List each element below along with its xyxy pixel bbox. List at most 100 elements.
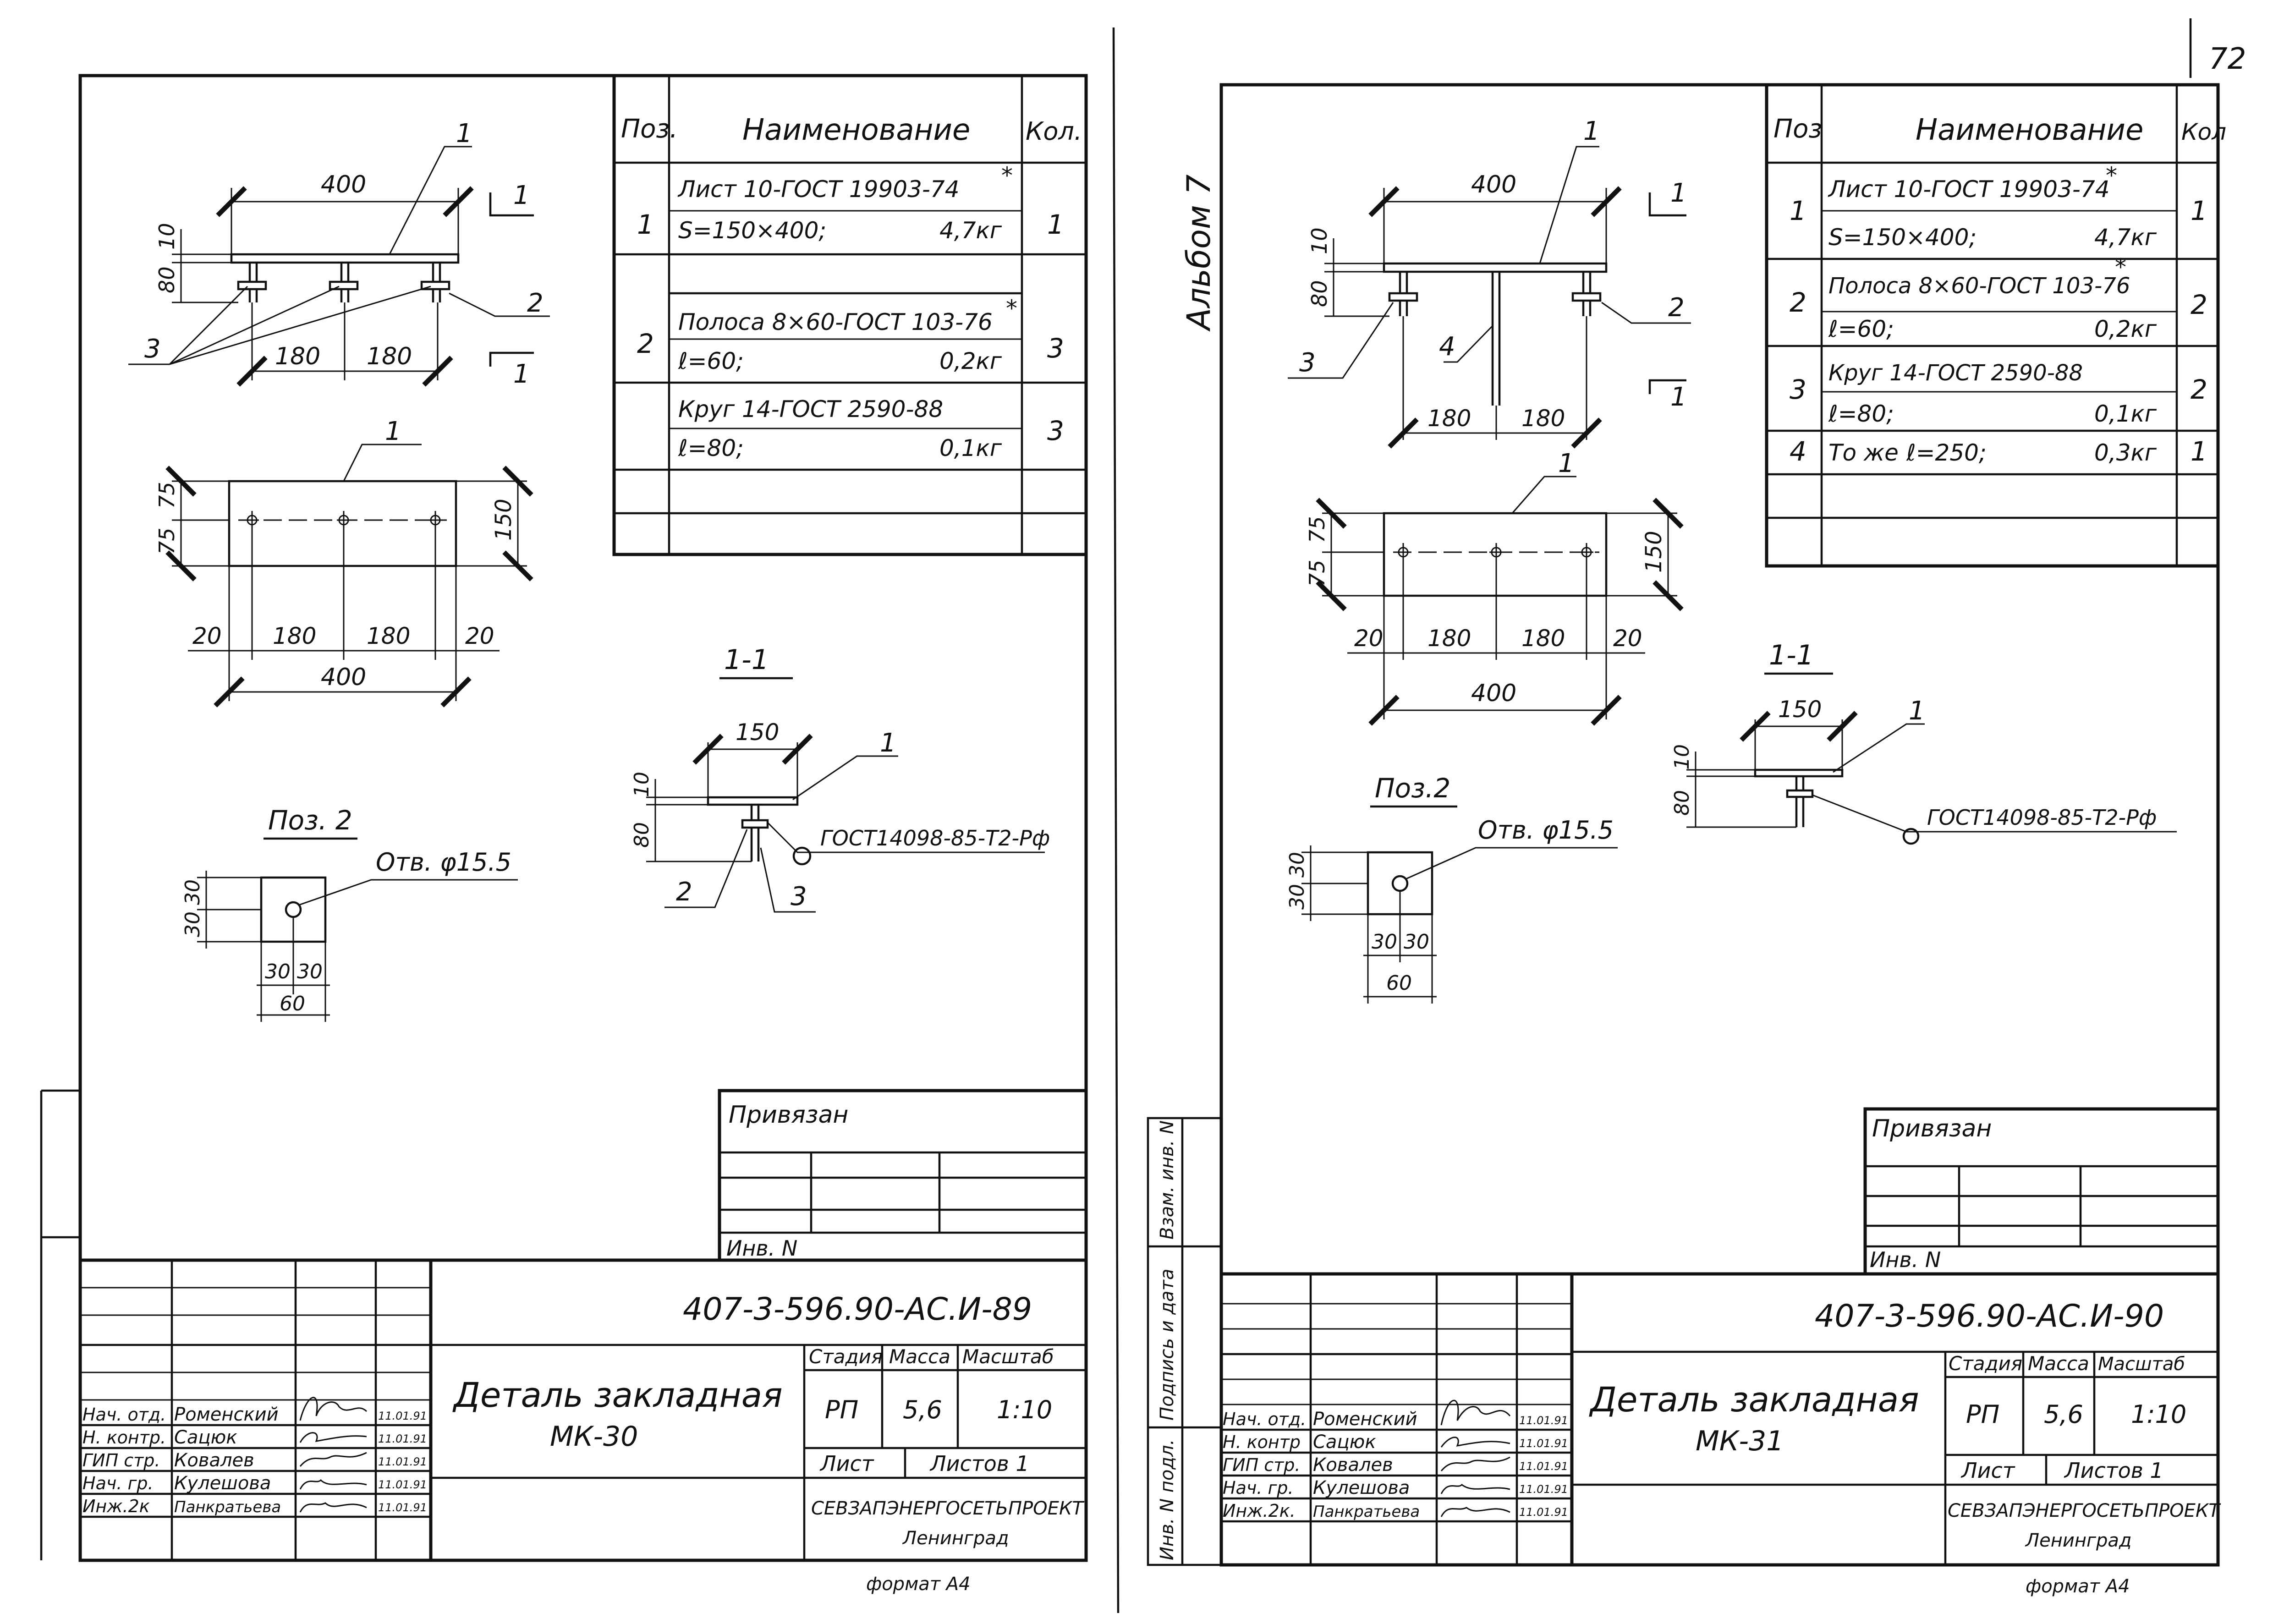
drawing-title: Деталь закладная xyxy=(452,1376,783,1415)
spec-row-star: * xyxy=(1006,295,1017,322)
spec-table: Поз. Наименование Кол. 1 Лист 10-ГОСТ 19… xyxy=(612,74,1088,556)
dim-75: 75 xyxy=(1305,516,1329,543)
weld-label: ГОСТ14098-85-Т2-Рф xyxy=(820,826,1050,850)
staff-name: Сацюк xyxy=(1313,1432,1376,1453)
hole-label: Отв. φ15.5 xyxy=(1478,816,1614,845)
dim-20: 20 xyxy=(1354,625,1384,652)
staff-date: 11.01.91 xyxy=(1519,1506,1568,1519)
sheet-left: Поз. Наименование Кол. 1 Лист 10-ГОСТ 19… xyxy=(40,74,1088,1595)
cut-label: 1 xyxy=(1670,178,1687,208)
drawing-code: 407-3-596.90-АС.И-90 xyxy=(1815,1298,2164,1334)
dim-75: 75 xyxy=(1305,560,1329,587)
staff-name: Роменский xyxy=(174,1404,279,1425)
leader-label-4: 4 xyxy=(1439,332,1455,362)
dim-20: 20 xyxy=(465,623,494,649)
privyazan-frame xyxy=(718,1089,1086,1260)
stadia-value: РП xyxy=(1966,1400,1999,1429)
dim-80: 80 xyxy=(1307,280,1332,307)
spec-row-pos: 1 xyxy=(1790,195,1806,226)
plan-view: 400 10 80 180 xyxy=(1288,116,1691,449)
spec-row-mass: 0,2кг xyxy=(2094,316,2157,342)
stadia-header: Стадия xyxy=(809,1345,883,1368)
signature xyxy=(299,1432,367,1443)
privyazan-label: Привязан xyxy=(1872,1115,1992,1142)
anchor xyxy=(329,263,359,302)
top-view: 75 75 150 20 180 180 20 400 1 xyxy=(1305,449,1684,726)
staff-role: Н. контр. xyxy=(82,1427,166,1448)
spec-row-pos: 2 xyxy=(1790,287,1806,318)
spec-row-name: Полоса 8×60-ГОСТ 103-76 xyxy=(1828,273,2130,299)
dim-180: 180 xyxy=(1521,625,1565,652)
leader-label-1: 1 xyxy=(880,728,896,758)
staff-name: Кулешова xyxy=(174,1473,271,1494)
staff-name: Ковалев xyxy=(174,1450,254,1471)
leader-1 xyxy=(389,146,472,255)
anchor xyxy=(420,263,450,302)
hole-leader xyxy=(298,879,518,906)
staff-role: Нач. отд. xyxy=(82,1405,166,1425)
org-city: Ленинград xyxy=(2025,1530,2132,1551)
spec-row-star: * xyxy=(2106,162,2117,189)
section-1-1: 1-1 150 10 80 1 ГОСТ14098-85-Т2-Рф xyxy=(1670,639,2177,845)
inv-label: Инв. N xyxy=(726,1236,797,1261)
dim-30: 30 xyxy=(1285,852,1309,878)
spec-row-detail: ℓ=250; xyxy=(1906,439,1987,466)
privyazan-frame xyxy=(1863,1107,2218,1274)
leader-3 xyxy=(1288,302,1394,379)
leader-label-2: 2 xyxy=(527,288,544,318)
plate-top xyxy=(228,480,457,567)
staff-date: 11.01.91 xyxy=(1519,1437,1568,1450)
staff-date: 11.01.91 xyxy=(378,1455,427,1468)
spec-row-name: Лист 10-ГОСТ 19903-74 xyxy=(677,176,960,203)
massa-value: 5,6 xyxy=(2044,1400,2083,1429)
spec-row-name: Лист 10-ГОСТ 19903-74 xyxy=(1828,176,2110,203)
cut-label: 1 xyxy=(1670,382,1687,412)
spec-row-detail: S=150×400; xyxy=(678,217,826,244)
margin-podp: Подпись и дата xyxy=(1157,1269,1178,1421)
strip-section xyxy=(741,819,769,829)
dim-30: 30 xyxy=(1285,884,1309,910)
spec-row-star: * xyxy=(2115,254,2126,280)
cut-mark xyxy=(1648,379,1686,394)
hole-leader xyxy=(1406,847,1618,880)
plan-view: 400 10 80 xyxy=(128,119,550,389)
staff-name: Панкратьева xyxy=(174,1498,281,1516)
leader-1 xyxy=(343,444,422,482)
dim-10: 10 xyxy=(1670,744,1694,770)
spec-row-qty: 1 xyxy=(1047,209,1064,240)
leader-label-1: 1 xyxy=(385,417,401,446)
weld-leader xyxy=(767,822,1045,853)
staff-role: Инж.2к. xyxy=(1223,1501,1296,1521)
list-label: Лист xyxy=(819,1451,874,1476)
sheet-right-frame xyxy=(1219,83,2220,1567)
format-label: формат А4 xyxy=(866,1574,971,1595)
spec-row-name: То же xyxy=(1828,439,1899,466)
staff-date: 11.01.91 xyxy=(1519,1483,1568,1496)
dim-150: 150 xyxy=(1641,531,1667,573)
stud-mark xyxy=(337,511,351,532)
dim-30: 30 xyxy=(181,911,204,937)
dim-10: 10 xyxy=(154,223,179,250)
staff-role: ГИП стр. xyxy=(1223,1455,1300,1475)
staff-date: 11.01.91 xyxy=(378,1501,427,1514)
strip-section xyxy=(1786,789,1814,798)
leader-label-2: 2 xyxy=(1668,293,1685,323)
poz2-detail: Поз.2 Отв. φ15.5 30 30 30 30 60 xyxy=(1285,773,1618,1004)
album-label: Альбом 7 xyxy=(1180,175,1218,332)
anchor xyxy=(1388,272,1418,316)
leader-label-3: 3 xyxy=(144,334,161,364)
spec-row-star: * xyxy=(1001,162,1013,189)
leader-label-1: 1 xyxy=(1909,696,1925,726)
masshtab-header: Масштаб xyxy=(962,1345,1054,1368)
inv-label: Инв. N xyxy=(1870,1247,1941,1272)
spec-row-qty: 1 xyxy=(2191,436,2207,467)
staff-role: ГИП стр. xyxy=(82,1450,160,1470)
staff-role: Нач. гр. xyxy=(82,1473,154,1493)
signature xyxy=(1440,1456,1510,1471)
spec-row-qty: 2 xyxy=(2191,374,2207,405)
spec-row-qty: 3 xyxy=(1047,415,1064,446)
dim-60: 60 xyxy=(1386,971,1412,995)
dim-180: 180 xyxy=(1427,405,1471,432)
weld-symbol xyxy=(792,846,812,866)
